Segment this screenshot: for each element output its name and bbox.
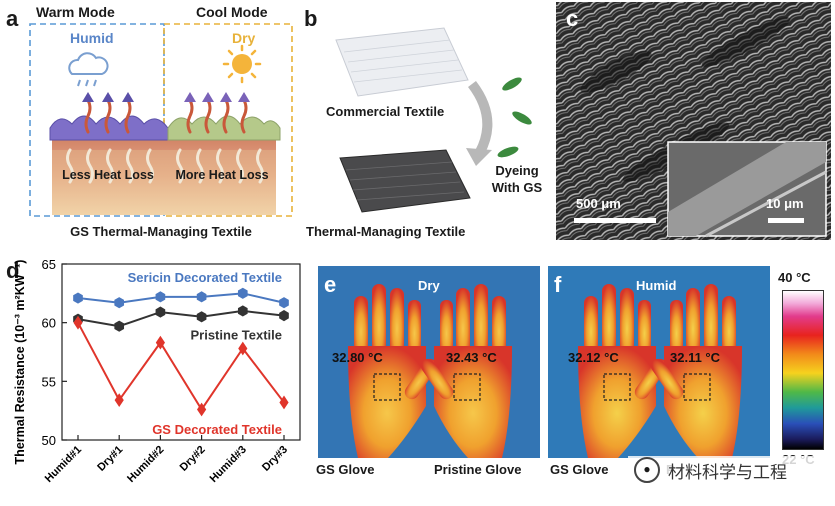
scale-bar-main: [574, 218, 656, 223]
less-heat-loss-label: Less Heat Loss: [62, 168, 154, 182]
purple-textile: [49, 115, 169, 141]
y-tick-label: 50: [42, 433, 56, 448]
heat-arrows-left: [84, 98, 132, 134]
data-point: [279, 395, 289, 410]
dyeing-line-2: With GS: [491, 180, 543, 195]
thermal-image-humid: [548, 266, 770, 458]
gs-glove-label-e: GS Glove: [316, 462, 375, 477]
data-point: [73, 315, 83, 330]
y-tick-label: 55: [42, 374, 56, 389]
dyeing-label: Dyeing With GS: [482, 162, 552, 196]
panel-b-illustration: [335, 27, 532, 213]
commercial-textile-label: Commercial Textile: [326, 104, 445, 119]
thermal-image-dry: [318, 266, 540, 458]
x-tick-label: Dry#2: [178, 444, 208, 474]
panel-b-letter: b: [304, 6, 318, 31]
colorbar-max-label: 40 °C: [778, 270, 811, 285]
data-point: [196, 311, 207, 323]
data-point: [196, 291, 207, 303]
panel-a-illustration: [29, 23, 293, 217]
data-point: [155, 306, 166, 318]
gs-leaf-icons: [497, 77, 532, 158]
temp-left-humid: 32.12 °C: [568, 350, 619, 365]
series-line: [77, 292, 285, 304]
left-hand-shape-f: [578, 284, 668, 458]
left-hand-shape: [348, 284, 438, 458]
more-heat-loss-label: More Heat Loss: [175, 168, 269, 182]
y-axis-label: Thermal Resistance (10⁻³ m²KW⁻¹): [13, 260, 27, 465]
sun-icon: [222, 44, 262, 84]
chart-series: [73, 287, 289, 417]
right-hand-shape: [420, 284, 512, 458]
dyeing-arrow: [467, 80, 493, 155]
thermal-textile-image: [339, 149, 471, 213]
panel-a-caption: GS Thermal-Managing Textile: [70, 224, 252, 239]
data-point: [279, 297, 289, 309]
data-point: [155, 291, 166, 303]
x-tick-label: Humid#3: [208, 444, 249, 485]
panel-c-letter: c: [566, 6, 579, 31]
watermark-text: 材料科学与工程: [668, 462, 787, 482]
data-point: [114, 297, 125, 309]
temp-right-dry: 32.43 °C: [446, 350, 497, 365]
chart-axes: [61, 263, 301, 441]
x-tick-label: Dry#3: [260, 444, 290, 474]
dry-label: Dry: [232, 30, 256, 46]
data-point: [279, 310, 289, 322]
roi-box-right-f: [683, 373, 711, 401]
dry-condition-label: Dry: [418, 278, 440, 293]
data-point: [114, 320, 125, 332]
humid-condition-label: Humid: [636, 278, 677, 293]
data-point: [238, 341, 248, 356]
x-tick-label: Humid#1: [43, 444, 84, 485]
dyeing-line-1: Dyeing: [495, 163, 539, 178]
roi-box-left-f: [603, 373, 631, 401]
data-point: [155, 335, 166, 350]
cool-mode-frame: [163, 23, 293, 217]
scale-bar-inset: [768, 218, 804, 223]
warm-mode-title: Warm Mode: [36, 4, 115, 20]
panel-f-letter: f: [554, 272, 562, 297]
roi-box-right: [453, 373, 481, 401]
series-label: Sericin Decorated Textile: [128, 270, 282, 285]
heat-arrows-right: [186, 98, 248, 134]
thermal-textile-label: Thermal-Managing Textile: [306, 224, 466, 239]
cool-mode-title: Cool Mode: [196, 4, 268, 20]
panel-e-letter: e: [324, 272, 337, 297]
colorbar-gradient: [782, 290, 824, 450]
data-point: [114, 393, 124, 408]
gs-glove-label-f: GS Glove: [550, 462, 609, 477]
plot-frame: [61, 263, 301, 441]
roi-box-left: [373, 373, 401, 401]
series-label: Pristine Textile: [190, 328, 282, 343]
wechat-icon: ●: [634, 457, 660, 483]
pristine-glove-label-e: Pristine Glove: [434, 462, 522, 477]
data-point: [73, 292, 83, 304]
series-line: [77, 309, 285, 328]
panel-a-letter: a: [6, 6, 19, 31]
sem-image: [556, 2, 831, 240]
data-point: [237, 305, 248, 317]
y-tick-label: 65: [42, 257, 56, 272]
data-point: [237, 287, 248, 299]
panel-d-letter: d: [6, 258, 20, 283]
x-tick-label: Humid#2: [125, 444, 166, 485]
temp-left-dry: 32.80 °C: [332, 350, 383, 365]
temp-right-humid: 32.11 °C: [670, 350, 721, 365]
series-label: GS Decorated Textile: [152, 422, 282, 437]
right-hand-shape-f: [650, 284, 742, 458]
x-tick-label: Dry#1: [95, 444, 125, 474]
scale-inset-label: 10 μm: [766, 196, 804, 211]
y-tick-label: 60: [42, 316, 56, 331]
series-line: [77, 322, 285, 412]
humid-label: Humid: [70, 30, 114, 46]
watermark: ● 材料科学与工程: [628, 456, 835, 484]
scale-main-label: 500 μm: [576, 196, 621, 211]
rain-cloud-icon: [68, 52, 109, 87]
data-point: [196, 402, 207, 417]
commercial-textile-image: [335, 27, 469, 97]
